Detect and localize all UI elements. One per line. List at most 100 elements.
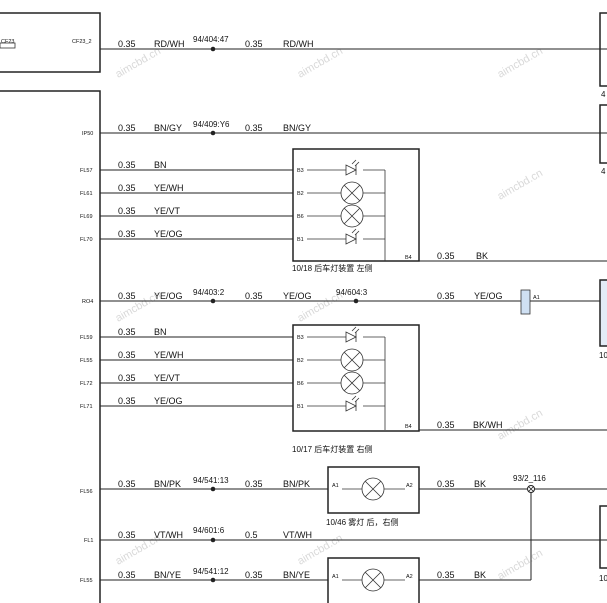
connector-pin [0,42,16,49]
pin-label: FL1 [84,538,93,544]
led-icon [345,159,360,176]
wire-size: 0.5 [245,530,258,540]
splice-label: 94/403:2 [193,288,225,297]
pin-label: FL70 [80,237,93,243]
led-icon [345,395,360,412]
wire-size: 0.35 [437,420,455,430]
wire-color: BK/WH [473,420,503,430]
wire-fl56-fog: 0.35 BN/PK 94/541:13 0.35 BN/PK 0.35 BK … [100,474,607,580]
splice-label: 94/541:13 [193,476,229,485]
pin-label: FL57 [80,168,93,174]
ground-splice-icon [527,485,535,493]
led-icon [345,326,360,343]
wire-color: BK [474,479,486,489]
pin-label: FL61 [80,191,93,197]
top-connector: CF23 CF23_2 [0,12,101,73]
wire-color: RD/WH [283,39,314,49]
wire-rd-wh: 0.35 RD/WH 94/404:47 0.35 RD/WH [100,35,607,52]
fog-lamp-pin: A2 [406,574,413,580]
wire-fl1-vt-wh: 0.35 VT/WH 94/601:6 0.5 VT/WH [100,526,607,543]
watermark: aimcbd.cn [114,45,163,80]
splice-dot [210,577,216,583]
lamp-pin: B3 [297,335,304,341]
splice-dot [210,46,216,52]
wire-size: 0.35 [437,291,455,301]
wire-color: YE/VT [154,206,181,216]
wire-color: YE/OG [474,291,503,301]
lamp-pin: B1 [297,404,304,410]
fog-lamp-pin: A1 [332,574,339,580]
splice-label: 94/604:3 [336,288,368,297]
right-component-box [599,279,607,347]
wire-color: BN/YE [283,570,310,580]
wire-color: BK [474,570,486,580]
wire-color: YE/VT [154,373,181,383]
bulb-icon [340,348,364,372]
left-lamp-input-wires: 0.35 BN 0.35 YE/WH 0.35 YE/VT 0.35 YE/OG [100,160,293,240]
watermark: aimcbd.cn [296,45,345,80]
splice-label: 94/541:12 [193,567,229,576]
connector-right-label: CF23_2 [72,39,92,45]
led-icon [345,228,360,245]
wire-color: BN/PK [283,479,310,489]
wire-bn-gy: 0.35 BN/GY 94/409:Y6 0.35 BN/GY [100,120,607,136]
wire-color: BN/GY [283,123,311,133]
wire-size: 0.35 [118,160,136,170]
wire-color: YE/WH [154,350,184,360]
lamp-unit-caption: 10/17 后车灯装置 右侧 [292,444,372,454]
right-edge-components: 4 4 10 10 [599,12,607,583]
splice-label: 94/404:47 [193,35,229,44]
wire-size: 0.35 [437,570,455,580]
left-rear-lamp-unit: B3 B2 B6 B1 B4 10/18 后车灯 [292,148,420,273]
ground-label: 93/2_116 [513,474,546,483]
control-module-box [0,90,101,603]
wire-size: 0.35 [118,530,136,540]
lamp-pin: B2 [297,358,304,364]
wire-color: YE/OG [283,291,312,301]
inline-connector [520,289,531,315]
wire-color: BK [476,251,488,261]
wire-color: YE/OG [154,396,183,406]
wire-size: 0.35 [245,570,263,580]
wire-color: BN/YE [154,570,181,580]
pin-label: FL55 [80,358,93,364]
wire-size: 0.35 [118,350,136,360]
wire-size: 0.35 [118,39,136,49]
wire-color: BN [154,327,167,337]
wire-color: RD/WH [154,39,185,49]
lamp-pin: B3 [297,168,304,174]
watermark: aimcbd.cn [496,167,545,202]
wire-size: 0.35 [118,206,136,216]
edge-label: 4 [601,90,606,99]
wire-size: 0.35 [245,123,263,133]
wire-size: 0.35 [118,123,136,133]
watermark: aimcbd.cn [496,45,545,80]
splice-dot [210,130,216,136]
wire-color: YE/OG [154,229,183,239]
lamp-pin: B4 [405,424,412,430]
wire-size: 0.35 [118,291,136,301]
module-pin-labels: IP50 FL57 FL61 FL69 FL70 RO4 FL59 FL55 F… [80,131,93,584]
wire-size: 0.35 [118,479,136,489]
lamp-unit-box [292,324,420,432]
splice-dot [210,486,216,492]
connector-pin: A1 [533,295,540,301]
connector-left-label: CF23 [1,39,14,45]
bulb-icon [340,181,364,205]
splice-label: 94/601:6 [193,526,225,535]
rear-fog-lamp: A1 A2 10/46 雾灯 后，右侧 [326,466,420,527]
lamp-pin: B2 [297,191,304,197]
wire-size: 0.35 [118,229,136,239]
splice-dot [210,537,216,543]
right-component-box [599,104,607,164]
lamp-pin: B6 [297,214,304,220]
wire-left-out-bk: 0.35 BK [419,251,607,262]
right-component-box [599,505,607,569]
pin-label: FL55 [80,578,93,584]
edge-label: 10 [599,351,607,360]
fog-lamp-pin: A1 [332,483,339,489]
wire-size: 0.35 [437,251,455,261]
edge-label: 4 [601,167,606,176]
wire-fl55-bn-ye: 0.35 BN/YE 94/541:12 0.35 BN/YE 0.35 BK [100,567,531,583]
